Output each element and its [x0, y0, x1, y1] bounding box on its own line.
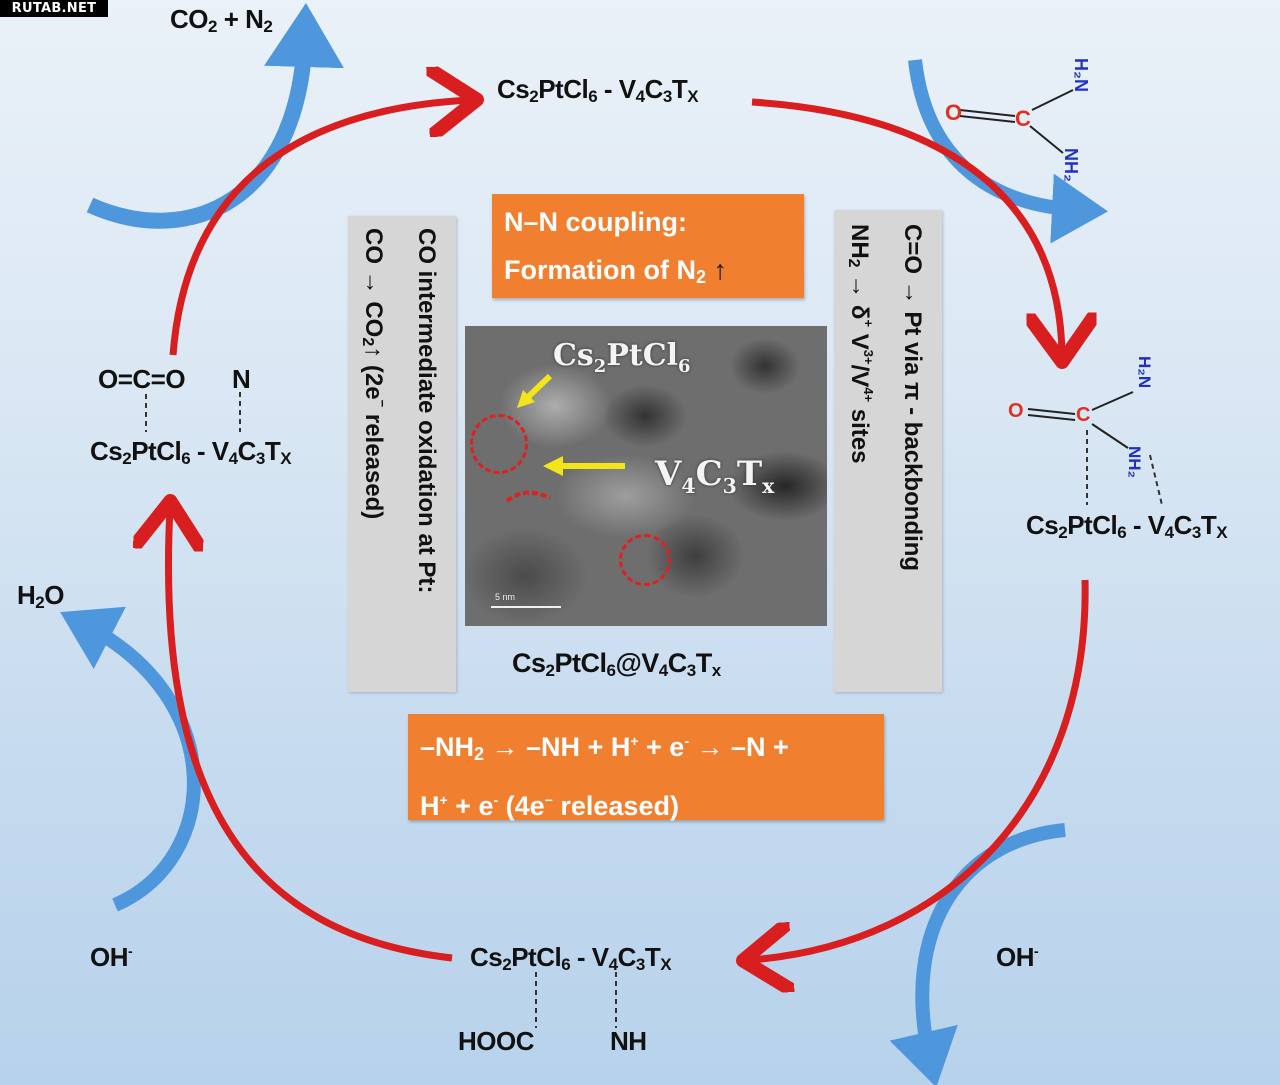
yellow-arrowhead-mxene [543, 456, 563, 476]
co-oxidation-box: CO intermediate oxidation at Pt: CO → CO… [348, 216, 456, 692]
complex-bottom: Cs2PtCl6 - V4C3TX [470, 942, 672, 974]
amine-group: NH₂ [1125, 446, 1144, 479]
backbonding-title: C=O → Pt via π - backbonding [899, 224, 926, 572]
pt-particle-ring [619, 534, 671, 586]
red-arrow-right-to-bottom [750, 579, 1089, 960]
atom-c: C [1015, 106, 1031, 131]
reactant-oh-left: OH- [90, 942, 133, 972]
product-co2-n2: CO2 + N2 [170, 4, 273, 36]
n-n-coupling-title: N–N coupling: [504, 207, 687, 237]
n-n-coupling-box: N–N coupling: Formation of N2 ↑ [492, 194, 804, 298]
atom-o: O [1008, 400, 1024, 422]
blue-arrow-h2o-left [60, 606, 201, 912]
urea-top-bond-n1 [1031, 89, 1074, 111]
red-arrow-left-to-top [169, 100, 470, 356]
scale-bar-label: 5 nm [495, 592, 516, 602]
micrograph-label-mxene: V4C3Tx [655, 454, 775, 498]
scale-bar [491, 606, 561, 608]
deprotonation-step-2: H+ + e- (4e− released) [420, 791, 679, 821]
blue-arrow-oh-right [889, 823, 1066, 1085]
partial-dashed-ring [505, 490, 551, 503]
deprotonation-box: –NH2 → –NH + H+ + e- → –N + H+ + e- (4e−… [408, 714, 884, 821]
complex-top: Cs2PtCl6 - V4C3TX [497, 74, 699, 106]
up-arrow-icon: ↑ [713, 255, 728, 285]
blue-arrow-co2-n2-release [86, 3, 344, 229]
red-arrow-top-to-right [751, 98, 1062, 355]
complex-right: Cs2PtCl6 - V4C3TX [1026, 510, 1228, 542]
micrograph-caption: Cs2PtCl6@V4C3Tx [512, 648, 721, 680]
micrograph-label-pt: Cs2PtCl6 [553, 338, 691, 377]
co2-group: O=C=O [98, 364, 186, 394]
urea-top-double-bond-1 [959, 109, 1016, 117]
amine-group: H₂N [1071, 58, 1091, 92]
co-oxidation-title: CO intermediate oxidation at Pt: [413, 228, 440, 594]
micrograph-annotations [505, 373, 625, 503]
backbonding-box: C=O → Pt via π - backbonding NH2 → δ+ V3… [834, 210, 942, 692]
atom-c: C [1076, 404, 1091, 426]
pt-particle-ring [470, 414, 528, 474]
urea-right-double-bond-1 [1027, 408, 1076, 415]
nitrogen-atom: N [232, 364, 251, 394]
urea-right-double-bond-2 [1027, 414, 1076, 421]
co-to-co2-text: CO → CO2↑ (2e− released) [359, 228, 390, 520]
deprotonation-step-1: –NH2 → –NH + H+ + e- → –N + [420, 732, 789, 764]
urea-top-bond-n2 [1029, 125, 1064, 154]
yellow-arrowhead-pt [517, 390, 535, 408]
urea-right-bond-n2 [1091, 423, 1129, 449]
carboxyl-group: HOOC [458, 1026, 535, 1056]
nh2-v-sites-text: NH2 → δ+ V3+/V4+ sites [845, 224, 876, 464]
yellow-arrow-pt [524, 373, 553, 401]
product-h2o: H2O [17, 580, 64, 612]
n2-formation-text: Formation of N2 ↑ [504, 255, 728, 287]
urea-right-bond-n1 [1091, 391, 1134, 411]
complex-left: Cs2PtCl6 - V4C3TX [90, 436, 292, 468]
reactant-oh-right: OH- [996, 942, 1039, 972]
urea-top-double-bond-2 [959, 115, 1016, 123]
watermark: RUTAB.NET [0, 0, 108, 17]
red-arrow-bottom-to-left [168, 508, 453, 962]
bond-right-n-v [1149, 454, 1163, 506]
atom-o: O [945, 100, 963, 125]
amine-group: H₂N [1135, 356, 1154, 389]
tem-micrograph: Cs2PtCl6 V4C3Tx 5 nm [465, 326, 827, 626]
amine-group: NH₂ [1061, 148, 1081, 182]
imine-group: NH [610, 1026, 647, 1056]
